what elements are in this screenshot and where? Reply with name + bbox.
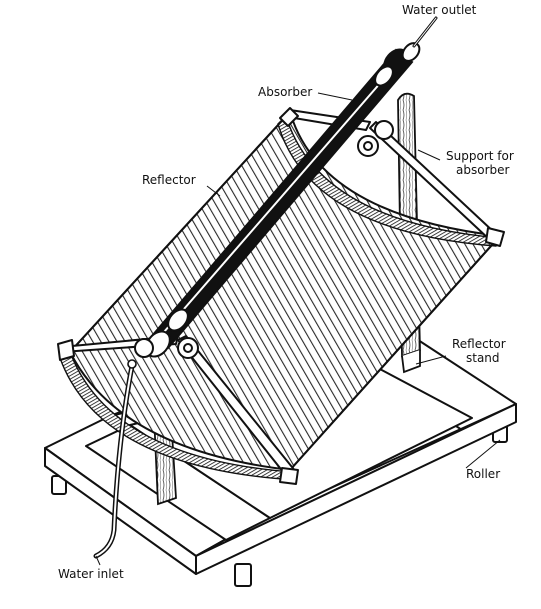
label-water-inlet: Water inlet xyxy=(58,567,124,581)
label-reflector-stand-1: Reflector xyxy=(452,337,506,351)
water-inlet-pipe xyxy=(93,359,137,559)
labels: Water outlet Absorber Support for absorb… xyxy=(58,3,514,581)
pivot-knob-lower-2 xyxy=(134,338,154,358)
pivot-knobs xyxy=(134,120,394,359)
leader-lines xyxy=(95,92,501,566)
label-water-outlet: Water outlet xyxy=(402,3,477,17)
pivot-knob-upper-2 xyxy=(374,120,394,140)
reflector-trough xyxy=(59,110,503,481)
label-absorber-support: absorber xyxy=(456,163,509,177)
label-support-for: Support for xyxy=(446,149,514,163)
roller-front-right xyxy=(234,563,252,587)
label-reflector-stand-2: stand xyxy=(466,351,500,365)
label-reflector: Reflector xyxy=(142,173,196,187)
label-roller: Roller xyxy=(466,467,500,481)
label-absorber: Absorber xyxy=(258,85,312,99)
support-struts xyxy=(57,107,505,485)
